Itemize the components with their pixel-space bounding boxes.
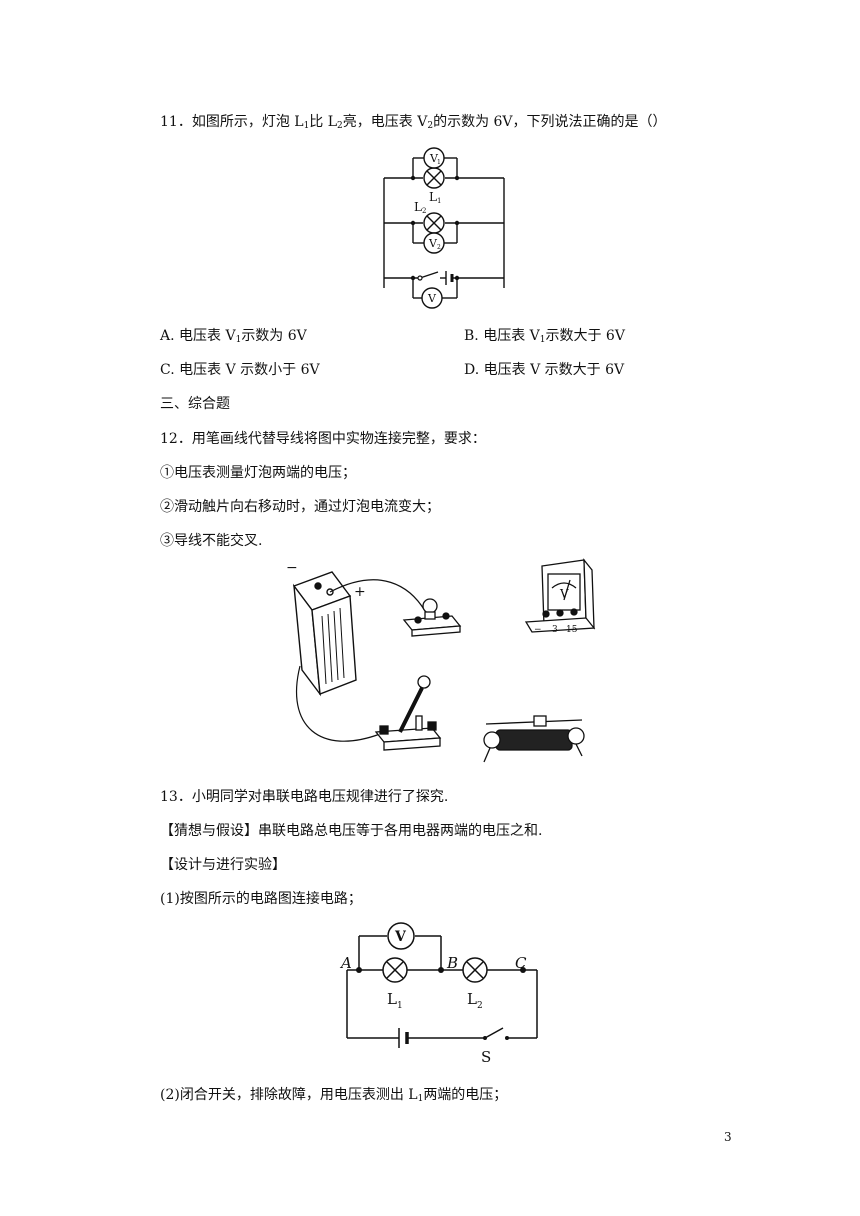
q12-requirement-2: ②滑动触片向右移动时，通过灯泡电流变大； (160, 499, 440, 515)
svg-text:2: 2 (437, 244, 441, 251)
q11-option-d: D. 电压表 V 示数大于 6V (464, 362, 625, 378)
bulb-l2-icon (423, 212, 445, 234)
point-b-label: B (446, 954, 458, 972)
voltmeter-icon (387, 922, 415, 950)
q12-stem: 12．用笔画线代替导线将图中实物连接完整，要求： (160, 431, 486, 447)
svg-text:V: V (428, 237, 438, 250)
voltmeter-v1-icon (423, 147, 445, 169)
q13-hypothesis: 【猜想与假设】串联电路总电压等于各用电器两端的电压之和. (160, 823, 543, 839)
voltmeter-icon (524, 558, 596, 633)
lamp-holder-icon (402, 598, 462, 637)
rheostat-icon (483, 715, 585, 763)
voltmeter-v2-icon (423, 232, 445, 254)
svg-text:2: 2 (422, 207, 426, 215)
switch-s-label: S (481, 1048, 491, 1066)
q11-option-a: A. 电压表 V1示数为 6V (160, 328, 307, 345)
q11-option-c: C. 电压表 V 示数小于 6V (160, 362, 320, 378)
q12-apparatus-figure: − + V − 3 15 (286, 558, 596, 763)
q13-stem: 13．小明同学对串联电路电压规律进行了探究. (160, 789, 449, 805)
bulb-l2-icon (462, 957, 488, 983)
label-l1: L (387, 990, 397, 1008)
svg-text:1: 1 (437, 159, 441, 166)
q13-step-1: (1)按图所示的电路图连接电路； (160, 891, 362, 907)
section-heading: 三、综合题 (160, 396, 230, 412)
point-a-label: A (339, 954, 352, 972)
terminal-15-label: 15 (566, 625, 578, 635)
battery-minus-label: − (286, 560, 298, 576)
label-l2: L (414, 200, 422, 214)
voltmeter-v-icon (421, 287, 443, 309)
battery-plus-label: + (354, 584, 366, 600)
terminal-minus-label: − (534, 625, 542, 635)
point-c-label: C (515, 954, 527, 972)
q13-design-heading: 【设计与进行实验】 (160, 857, 286, 873)
bulb-l1-icon (423, 167, 445, 189)
q11-stem: 11．如图所示，灯泡 L1比 L2亮，电压表 V2的示数为 6V，下列说法正确的… (160, 114, 667, 131)
switch-icon (374, 675, 442, 751)
q11-circuit-diagram: V 1 V 2 V L 1 L 2 (383, 147, 505, 309)
q13-step-2: (2)闭合开关，排除故障，用电压表测出 L1两端的电压； (160, 1087, 508, 1104)
q12-requirement-1: ①电压表测量灯泡两端的电压； (160, 465, 356, 481)
svg-text:V: V (429, 152, 439, 165)
bulb-l1-icon (382, 957, 408, 983)
svg-text:1: 1 (397, 1001, 403, 1011)
q11-option-b: B. 电压表 V1示数大于 6V (464, 328, 625, 345)
terminal-3-label: 3 (552, 625, 558, 635)
svg-text:1: 1 (437, 197, 441, 205)
svg-text:V: V (427, 292, 437, 305)
page-number: 3 (724, 1130, 732, 1144)
voltmeter-v-label: V (559, 587, 569, 601)
label-l2: L (467, 990, 477, 1008)
battery-icon (292, 571, 357, 697)
q12-requirement-3: ③导线不能交叉. (160, 533, 263, 549)
svg-text:2: 2 (477, 1001, 483, 1011)
label-l1: L (429, 190, 437, 204)
svg-text:V: V (394, 929, 407, 945)
q13-series-circuit-diagram: V A B C L 1 L 2 S (339, 922, 538, 1066)
